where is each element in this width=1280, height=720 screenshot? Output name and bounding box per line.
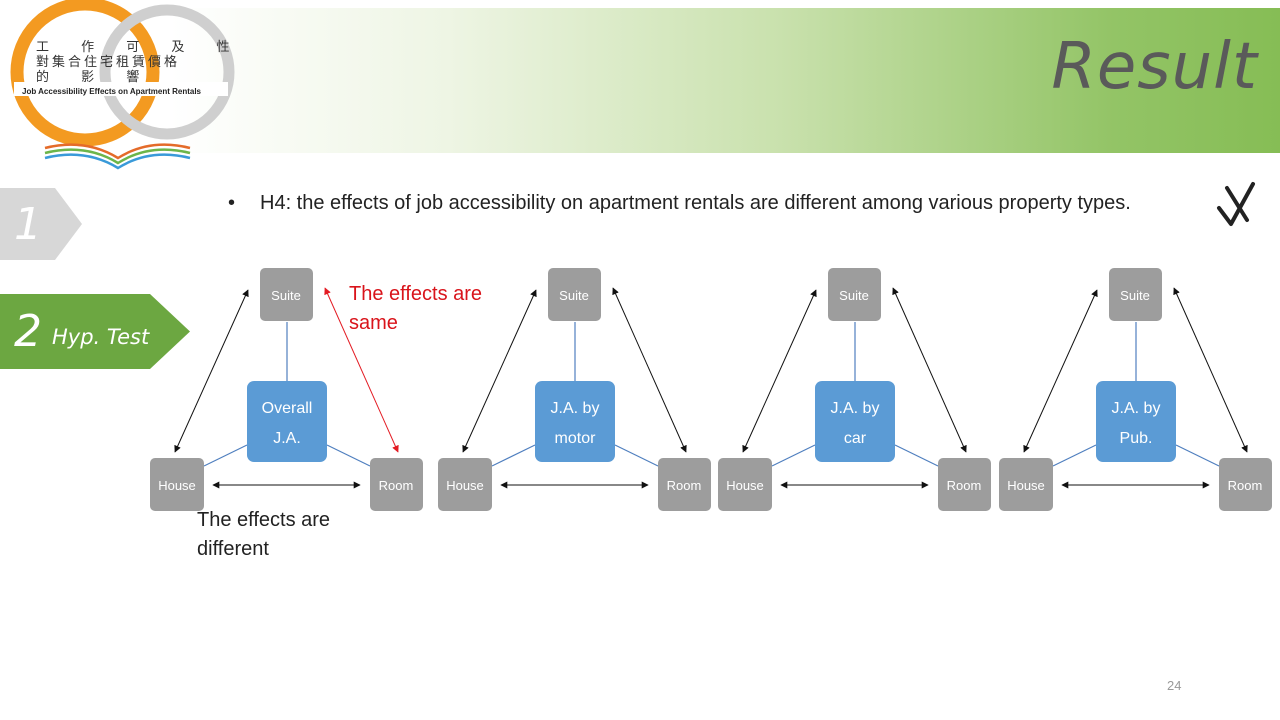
house-node-label: House [726,478,764,493]
logo-title-chinese: 工 作 可 及 性 對集合住宅租賃價格 的 影 響 [36,40,244,85]
logo-title-line-1: 工 作 可 及 性 [36,40,244,55]
connector-line [203,444,248,467]
center-node [815,381,895,462]
house-node [718,458,772,511]
room-node [658,458,711,511]
hypothesis-text: H4: the effects of job accessibility on … [260,192,1131,214]
suite-node-label: Suite [271,288,301,303]
logo-title-line-2: 對集合住宅租賃價格 [36,55,181,70]
room-node [938,458,991,511]
logo-subtitle: Job Accessibility Effects on Apartment R… [22,87,202,96]
room-node-label: Room [379,478,414,493]
room-node [370,458,423,511]
center-node-label: Overall [262,400,313,417]
section-tab-2-label: Hyp. Test [52,324,150,349]
slide-title: Result [1051,30,1258,104]
center-node-label: J.A. by [831,400,880,417]
connector-line [491,444,536,467]
rejected-check-cross-icon [1217,182,1255,226]
suite-node [548,268,601,321]
center-node-label: J.A. by [551,400,600,417]
suite-node [828,268,881,321]
suite-node-label: Suite [1120,288,1150,303]
hypothesis-bullet: • H4: the effects of job accessibility o… [228,189,1233,218]
connector-line [326,444,371,467]
center-node [247,381,327,462]
house-node-label: House [158,478,196,493]
annotation-effects-same: The effects are same [349,283,483,334]
connector-line [771,444,816,467]
center-node-label: Pub. [1120,430,1153,447]
center-node-label: J.A. [273,430,301,447]
center-node [1096,381,1176,462]
arrow-suite-room [892,287,967,453]
room-node-label: Room [1228,478,1263,493]
center-node-label: car [844,430,867,447]
room-node [1219,458,1272,511]
suite-node [1109,268,1162,321]
arrow-suite-room [324,287,399,453]
room-node-label: Room [947,478,982,493]
project-logo: 工 作 可 及 性 對集合住宅租賃價格 的 影 響 Job Accessibil… [0,0,240,180]
house-node [999,458,1053,511]
center-node [535,381,615,462]
logo-title-line-3: 的 影 響 [36,70,154,85]
house-node [438,458,492,511]
arrow-suite-house [742,289,817,453]
center-node-label: J.A. by [1112,400,1161,417]
arrow-suite-room [612,287,687,453]
section-tab-2-number: 2 [14,306,42,357]
suite-node-label: Suite [839,288,869,303]
house-node-label: House [1007,478,1045,493]
logo-rings-graphic [10,0,235,170]
house-node-label: House [446,478,484,493]
connector-line [1175,444,1220,467]
room-node-label: Room [667,478,702,493]
arrow-suite-house [462,289,537,453]
connector-line [1052,444,1097,467]
connector-line [894,444,939,467]
suite-node-label: Suite [559,288,589,303]
connector-line [614,444,659,467]
section-tab-2-hyp-test[interactable]: 2 Hyp. Test [0,294,190,369]
arrow-suite-house [1023,289,1098,453]
arrow-suite-house [174,289,249,453]
section-tab-1-number: 1 [14,198,42,250]
center-node-label: motor [555,430,597,447]
page-number: 24 [1167,678,1182,693]
arrow-suite-room [1173,287,1248,453]
suite-node [260,268,313,321]
house-node [150,458,204,511]
annotation-effects-different: The effects are different [197,509,331,560]
bullet-dot: • [228,192,236,214]
header-gradient-band [170,8,1280,153]
